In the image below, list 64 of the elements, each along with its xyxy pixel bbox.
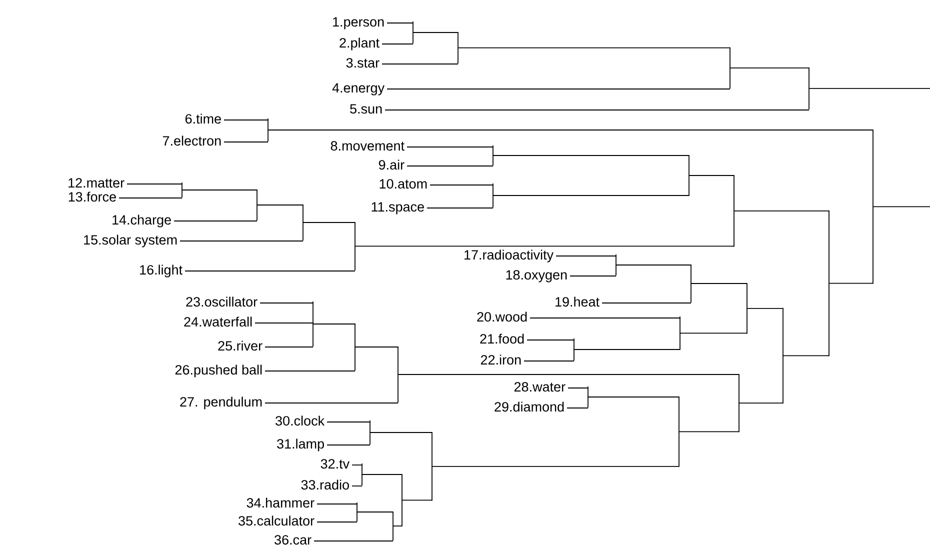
branch-line: [828, 282, 874, 284]
branch-line: [872, 206, 930, 208]
leaf-label: 11.space: [372, 202, 424, 214]
branch-line: [588, 396, 680, 398]
leaf-label: 4.energy: [332, 83, 385, 96]
branch-line: [354, 346, 398, 348]
branch-line: [492, 195, 690, 196]
branch-line: [402, 500, 432, 501]
leaf-label: 33.radio: [301, 480, 349, 490]
leaf-label: 3.star: [346, 58, 380, 68]
leaf-label: 25.river: [218, 340, 262, 351]
branch-line: [746, 308, 784, 309]
branch-line: [302, 222, 356, 223]
branch-line: [370, 432, 432, 433]
branch-line: [616, 264, 692, 266]
leaf-label: 24.waterfall: [184, 316, 252, 327]
leaf-label: 21.food: [480, 334, 524, 344]
branch-line: [808, 88, 930, 89]
branch-line: [730, 67, 810, 68]
leaf-label: 16.light: [140, 264, 182, 278]
branch-line: [256, 204, 304, 206]
leaf-label: 30.clock: [276, 416, 325, 426]
leaf-label: 17.radioactivity: [464, 250, 554, 262]
branch-line: [574, 349, 680, 350]
leaf-label: 15.solar system: [84, 234, 177, 248]
leaf-label: 34.hammer: [246, 498, 314, 508]
leaf-label: 14.charge: [112, 214, 171, 228]
leaf-label: 28.water: [514, 382, 566, 392]
leaf-label: 18.oxygen: [506, 270, 567, 282]
branch-line: [734, 210, 830, 212]
leaf-label: 8.movement: [330, 141, 404, 151]
leaf-label: 36.car: [274, 535, 312, 545]
branch-line: [782, 355, 830, 356]
leaf-label: 6.time: [185, 114, 221, 124]
leaf-label: 10.atom: [380, 179, 427, 189]
leaf-label: 27. pendulum: [180, 396, 262, 410]
leaf-label: 12.matter: [68, 178, 124, 188]
branch-line: [412, 32, 458, 33]
leaf-label: 35.calculator: [238, 516, 314, 526]
branch-line: [678, 431, 740, 432]
leaf-label: 20.wood: [477, 312, 527, 322]
branch-line: [362, 474, 402, 475]
branch-line: [688, 175, 734, 176]
leaf-label: 29.diamond: [494, 402, 564, 412]
leaf-label: 26.pushed ball: [175, 364, 262, 378]
leaf-label: 22.iron: [480, 354, 521, 365]
branch-line: [738, 402, 784, 404]
branch-line: [680, 332, 748, 334]
leaf-label: 1.person: [333, 17, 384, 30]
branch-line: [398, 374, 740, 375]
leaf-label: 32.tv: [320, 459, 350, 469]
leaf-label: 31.lamp: [277, 438, 324, 452]
branch-line: [458, 47, 730, 48]
branch-line: [432, 466, 680, 467]
branch-line: [354, 246, 734, 247]
leaf-label: 2.plant: [340, 38, 380, 50]
leaf-label: 7.electron: [162, 136, 221, 146]
leaf-label: 13.force: [68, 192, 116, 202]
leaf-label: 9.air: [378, 160, 404, 170]
leaf-label: 23.oscillator: [186, 296, 258, 307]
branch-line: [690, 283, 748, 284]
branch-line: [492, 155, 690, 156]
leaf-label: 5.sun: [350, 104, 382, 114]
leaf-label: 19.heat: [556, 296, 600, 307]
